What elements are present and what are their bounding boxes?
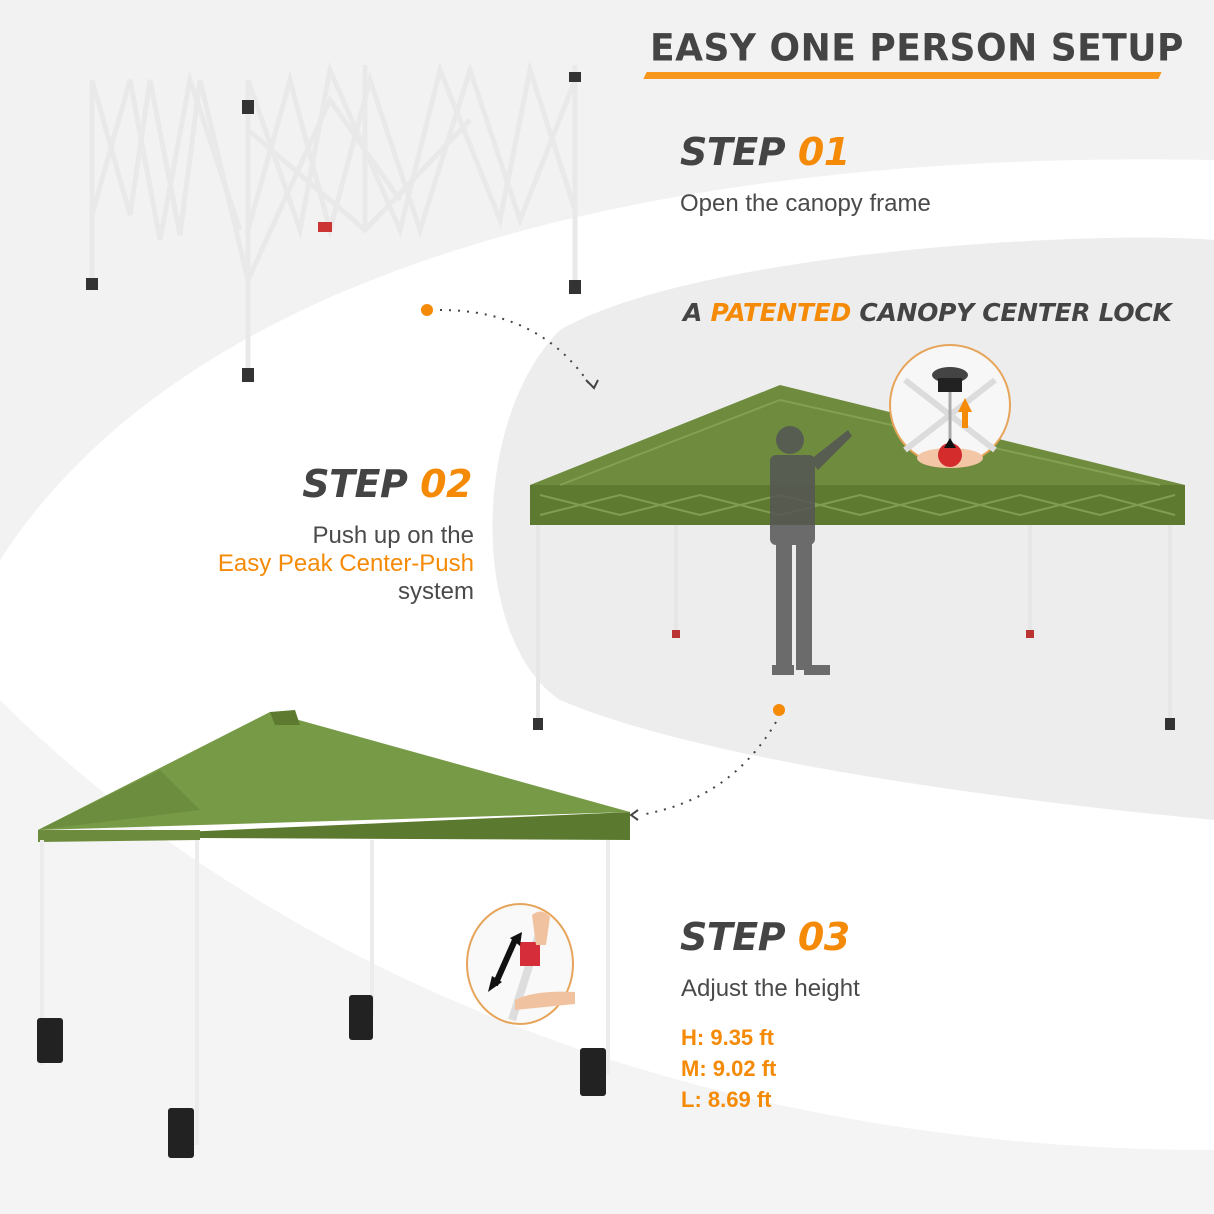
patent-suffix: CANOPY CENTER LOCK [859,298,1172,327]
step-02-description: Push up on the Easy Peak Center-Push sys… [218,522,474,606]
weight-bags [37,995,606,1158]
desc-highlight: Easy Peak Center-Push [217,550,474,577]
height-options: H: 9.35 ft M: 9.02 ft L: 8.69 ft [681,1022,776,1115]
double-arrow-icon [492,938,518,987]
canopy-with-person-image [530,344,1185,730]
step-label: STEP [302,462,408,506]
title-underline [643,72,1162,79]
person-silhouette [770,426,852,675]
dotted-arrow-icon [421,304,599,390]
patent-highlight: PATENTED [710,298,851,327]
height-high: H: 9.35 ft [681,1025,774,1050]
center-lock-inset [889,344,1011,468]
up-arrow-icon [958,398,972,428]
height-low: L: 8.69 ft [681,1087,772,1112]
desc-line-1: Push up on the [312,522,474,549]
step-01-description: Open the canopy frame [680,190,931,217]
height-medium: M: 9.02 ft [681,1056,777,1081]
step-02-title: STEP 02 [302,462,472,506]
patent-prefix: A [683,298,703,327]
step-03-description: Adjust the height [681,975,860,1002]
desc-line-3: system [397,578,474,605]
dotted-arrow-icon [629,704,785,821]
open-canopy-frame-image [89,60,578,380]
step-label: STEP [680,915,786,959]
erected-canopy-image [37,710,630,1158]
height-adjust-inset [466,903,575,1025]
step-number: 02 [420,462,472,506]
step-number: 03 [797,915,850,959]
step-03-title: STEP 03 [680,915,850,959]
frame-joints [86,72,581,382]
page-title: EASY ONE PERSON SETUP [650,26,1184,71]
step-number: 01 [797,130,850,174]
step-01-title: STEP 01 [680,130,850,174]
patented-lock-heading: A PATENTED CANOPY CENTER LOCK [683,298,1172,327]
step-label: STEP [680,130,786,174]
